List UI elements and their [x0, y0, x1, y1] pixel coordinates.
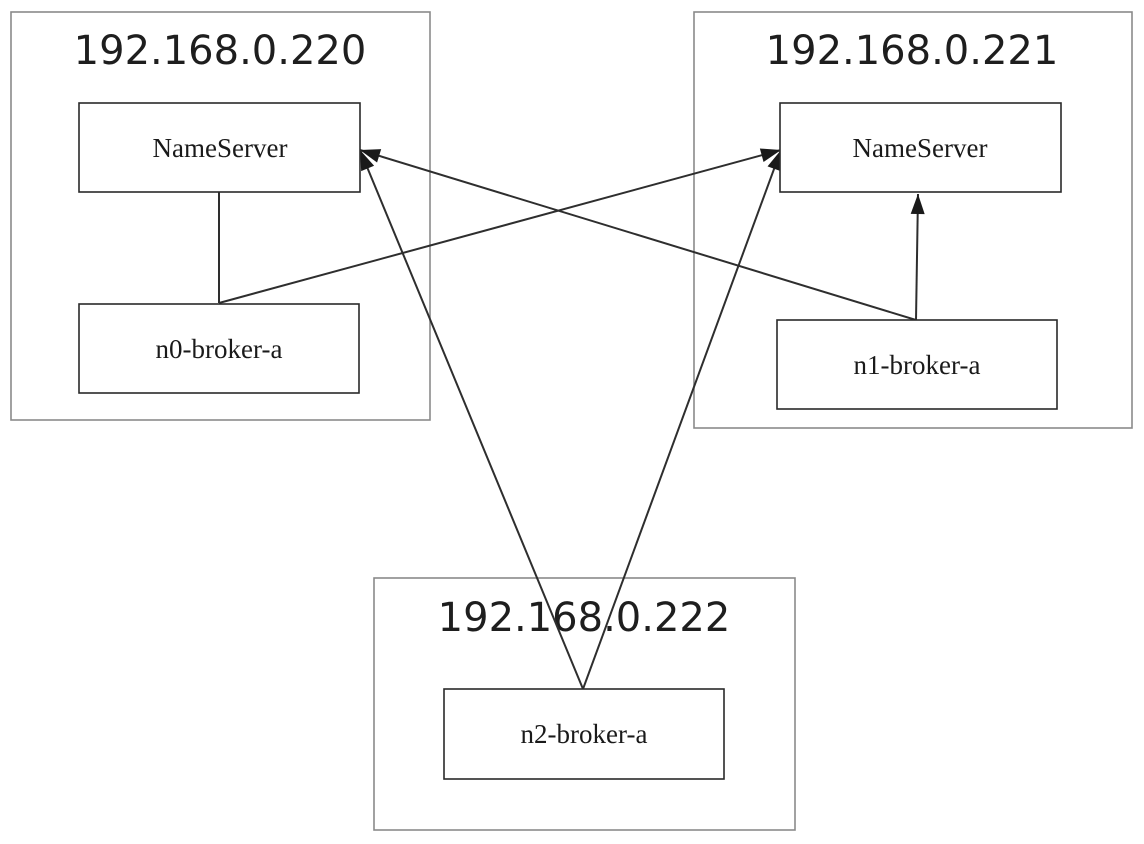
node-broker-n1: n1-broker-a — [776, 319, 1058, 410]
node-nameserver-220: NameServer — [78, 102, 361, 193]
connection-lines — [218, 148, 925, 690]
edge-broker-n0-to-ns-221 — [218, 149, 782, 304]
broker-label-n1: n1-broker-a — [854, 350, 981, 380]
arrowhead-broker-n0-to-ns-221 — [759, 148, 781, 163]
broker-box-n2 — [443, 688, 725, 780]
host-label-222: 192.168.0.222 — [438, 595, 731, 641]
broker-box-n0 — [78, 303, 360, 394]
nameserver-box-220 — [78, 102, 361, 193]
arrowhead-broker-n1-to-ns-220 — [360, 149, 382, 163]
arrowhead-broker-n2-to-ns-220 — [360, 150, 375, 172]
nameserver-label-221: NameServer — [853, 133, 988, 163]
edge-broker-n2-to-ns-220 — [359, 149, 584, 690]
host-label-221: 192.168.0.221 — [766, 28, 1059, 74]
node-broker-n0: n0-broker-a — [78, 303, 360, 394]
node-nameserver-221: NameServer — [779, 102, 1062, 193]
edge-broker-n1-to-ns-220 — [359, 149, 917, 321]
edge-broker-n2-to-ns-221 — [582, 149, 782, 690]
nameserver-box-221 — [779, 102, 1062, 193]
broker-box-n1 — [776, 319, 1058, 410]
arrowhead-broker-n2-to-ns-221 — [767, 150, 781, 172]
host-label-220: 192.168.0.220 — [74, 28, 367, 74]
edge-broker-n1-to-ns-221 — [915, 193, 919, 321]
nameserver-label-220: NameServer — [153, 133, 288, 163]
broker-label-n0: n0-broker-a — [156, 334, 283, 364]
node-broker-n2: n2-broker-a — [443, 688, 725, 780]
broker-label-n2: n2-broker-a — [521, 719, 648, 749]
arrowhead-broker-n1-to-ns-221 — [910, 194, 925, 215]
